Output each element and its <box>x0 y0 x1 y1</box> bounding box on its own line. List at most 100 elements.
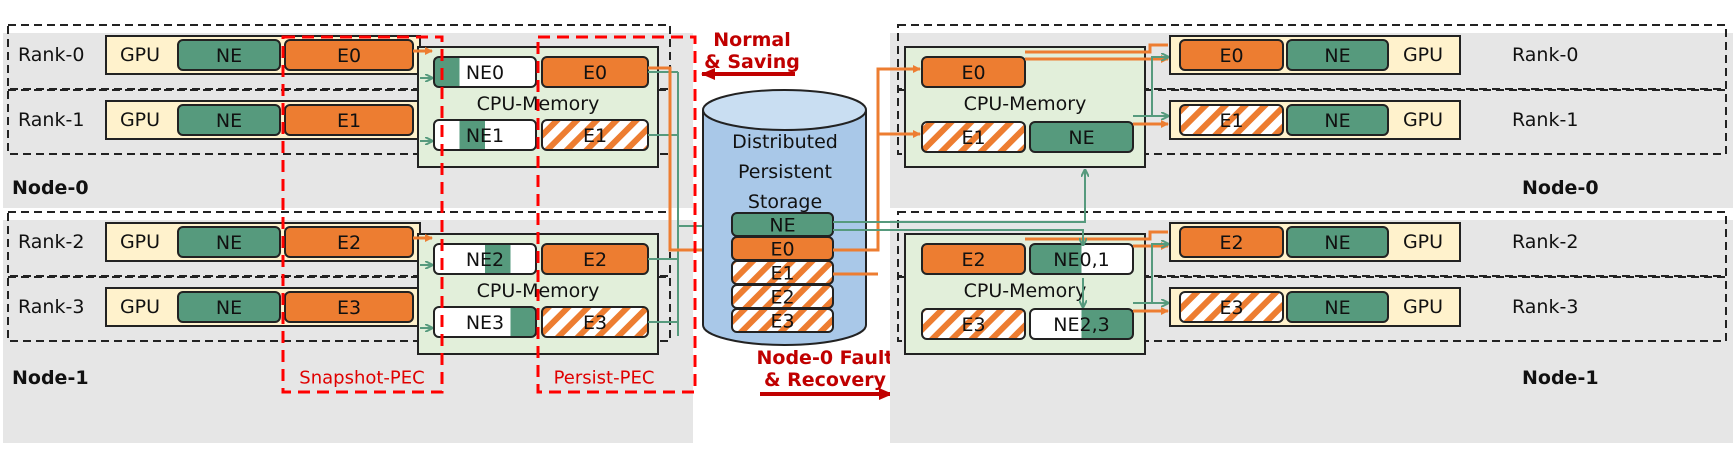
gpu-ne-block-label: NE <box>216 45 242 67</box>
snapshot-pec-box <box>281 35 444 394</box>
cpu-ne-block-label: NE <box>1068 127 1094 149</box>
normal-label: Normal <box>713 29 790 51</box>
rank-label: Rank-2 <box>18 231 84 253</box>
cpu-expert-snapshot-label: E2 <box>583 249 607 271</box>
rank-label: Rank-1 <box>1512 109 1578 131</box>
saving-label: & Saving <box>704 51 800 73</box>
gpu-expert-block-label: E2 <box>337 232 361 254</box>
storage-item: E2 <box>731 284 834 309</box>
storage-item: E3 <box>731 308 834 333</box>
gpu-ne-block: NE <box>177 104 281 136</box>
restore-expert-line <box>1025 43 1168 54</box>
node-label: Node-0 <box>1522 177 1599 199</box>
node-label: Node-1 <box>12 367 89 389</box>
cpu-ne-snapshot: NE0 <box>433 56 537 88</box>
cpu-ne-snapshot: NE1 <box>433 119 537 151</box>
storage-title: Storage <box>748 191 822 213</box>
restore-ne-arrow <box>1133 57 1168 117</box>
rank-label: Rank-2 <box>1512 231 1578 253</box>
storage-item-label: E3 <box>770 311 794 333</box>
storage-item-label: NE <box>769 215 795 237</box>
rank-container <box>897 276 1727 342</box>
cpu-expert-snapshot: E3 <box>541 306 649 338</box>
cpu-expert-block-label: E2 <box>961 249 985 271</box>
gpu-expert-block: E2 <box>284 226 414 258</box>
persist-pec-box <box>536 35 697 394</box>
cpu-expert-snapshot-label: E3 <box>583 312 607 334</box>
gpu-expert-block: E1 <box>1179 104 1284 136</box>
cpu-ne-snapshot: NE3 <box>433 306 537 338</box>
gpu-expert-block: E1 <box>284 104 414 136</box>
cpu-expert-snapshot: E1 <box>541 119 649 151</box>
cpu-expert-snapshot-label: E1 <box>583 125 607 147</box>
gpu-ne-block: NE <box>177 291 281 323</box>
cpu-expert-block: E2 <box>921 243 1026 275</box>
gpu-expert-block-label: E1 <box>1219 110 1243 132</box>
gpu-expert-block-label: E1 <box>337 110 361 132</box>
cpu-ne-snapshot-label: NE0 <box>466 62 504 84</box>
gpu-label: GPU <box>120 109 160 131</box>
gpu-ne-block-label: NE <box>1324 232 1350 254</box>
cpu-expert-block: E0 <box>921 56 1026 88</box>
storage-item: E1 <box>731 260 834 285</box>
cpu-ne-block-label: NE2,3 <box>1053 314 1109 336</box>
gpu-label: GPU <box>120 44 160 66</box>
persist-pec-label: Persist-PEC <box>554 368 655 389</box>
gpu-ne-block-label: NE <box>1324 297 1350 319</box>
gpu-ne-block-label: NE <box>216 110 242 132</box>
node-label: Node-1 <box>1522 367 1599 389</box>
gpu-label: GPU <box>1403 44 1443 66</box>
gpu-expert-block: E2 <box>1179 226 1284 258</box>
cpu-ne-snapshot-label: NE1 <box>466 125 504 147</box>
cpu-ne-snapshot: NE2 <box>433 243 537 275</box>
rank-label: Rank-3 <box>1512 296 1578 318</box>
cpu-expert-snapshot: E2 <box>541 243 649 275</box>
cpu-expert-snapshot-label: E0 <box>583 62 607 84</box>
snapshot-pec-label: Snapshot-PEC <box>299 368 424 389</box>
gpu-ne-block-label: NE <box>216 297 242 319</box>
gpu-label: GPU <box>120 231 160 253</box>
cpu-memory-label: CPU-Memory <box>964 280 1087 302</box>
gpu-label: GPU <box>120 296 160 318</box>
recover-ne-arrow <box>833 170 1085 223</box>
gpu-expert-block-label: E0 <box>337 45 361 67</box>
fault-label: Node-0 Fault <box>757 347 894 369</box>
gpu-ne-block: NE <box>177 39 281 71</box>
cpu-expert-block-label: E0 <box>961 62 985 84</box>
rank-container <box>897 211 1727 277</box>
storage-title: Persistent <box>738 161 832 183</box>
gpu-ne-block: NE <box>177 226 281 258</box>
gpu-expert-block-label: E3 <box>1219 297 1243 319</box>
gpu-expert-block-label: E3 <box>337 297 361 319</box>
rank-container <box>897 24 1727 90</box>
gpu-ne-block: NE <box>1286 291 1389 323</box>
gpu-ne-block-label: NE <box>1324 45 1350 67</box>
rank-container <box>7 276 671 342</box>
gpu-ne-block: NE <box>1286 39 1389 71</box>
gpu-label: GPU <box>1403 109 1443 131</box>
rank-label: Rank-0 <box>1512 44 1578 66</box>
rank-label: Rank-1 <box>18 109 84 131</box>
cpu-ne-block: NE0,1 <box>1029 243 1134 275</box>
cpu-expert-block-label: E1 <box>961 127 985 149</box>
cpu-expert-snapshot: E0 <box>541 56 649 88</box>
rank-container <box>897 89 1727 155</box>
gpu-ne-block-label: NE <box>216 232 242 254</box>
cpu-expert-block-label: E3 <box>961 314 985 336</box>
node-label: Node-0 <box>12 177 89 199</box>
storage-item: E0 <box>731 236 834 261</box>
gpu-expert-block: E3 <box>284 291 414 323</box>
recover-ne-arrow <box>833 229 1083 245</box>
recover-expert-arrow <box>833 65 921 252</box>
gpu-label: GPU <box>1403 296 1443 318</box>
gpu-expert-block: E0 <box>1179 39 1284 71</box>
rank-label: Rank-0 <box>18 44 84 66</box>
restore-ne-arrow <box>1133 244 1168 304</box>
gpu-expert-block-label: E0 <box>1219 45 1243 67</box>
storage-title: Distributed <box>732 131 838 153</box>
gpu-expert-block: E0 <box>284 39 414 71</box>
gpu-label: GPU <box>1403 231 1443 253</box>
cpu-memory-label: CPU-Memory <box>964 93 1087 115</box>
